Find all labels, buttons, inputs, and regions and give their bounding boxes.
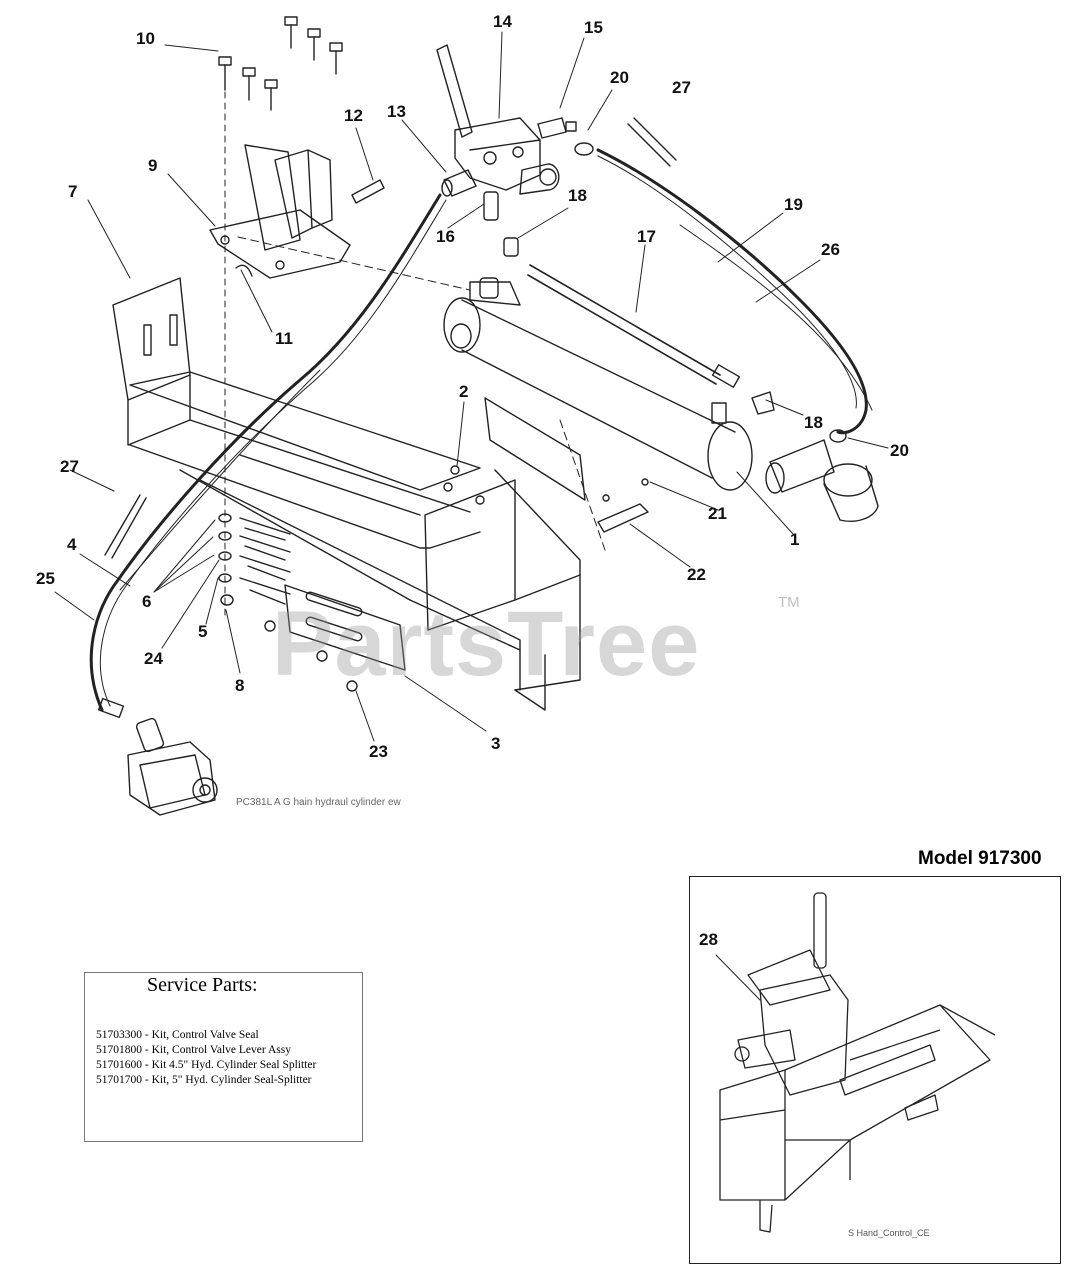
callout-27b: 27 xyxy=(60,457,79,476)
callout-28: 28 xyxy=(699,930,718,949)
hose-19 xyxy=(596,148,868,435)
service-part-item: 51701800 - Kit, Control Valve Lever Assy xyxy=(96,1044,291,1056)
service-part-item: 51703300 - Kit, Control Valve Seal xyxy=(96,1029,259,1041)
filter-pump xyxy=(765,429,879,522)
service-part-item: 51701700 - Kit, 5" Hyd. Cylinder Seal-Sp… xyxy=(96,1074,312,1086)
drawing-caption: PC381L A G hain hydraul cylinder ew xyxy=(236,797,401,808)
hose-17 xyxy=(529,264,721,376)
callout-22: 22 xyxy=(687,565,706,584)
callout-27: 27 xyxy=(672,78,691,97)
callout-25: 25 xyxy=(36,569,55,588)
bracket-9 xyxy=(209,144,351,279)
callout-6: 6 xyxy=(142,592,152,611)
callout-4: 4 xyxy=(67,535,77,554)
model-title: Model 917300 xyxy=(918,848,1042,869)
callout-21: 21 xyxy=(708,504,727,523)
service-parts-list: 51703300 - Kit, Control Valve Seal 51701… xyxy=(96,1028,316,1088)
callout-18: 18 xyxy=(568,186,587,205)
callout-24: 24 xyxy=(144,649,163,668)
callout-7: 7 xyxy=(68,182,78,201)
callout-12: 12 xyxy=(344,106,363,125)
callout-2: 2 xyxy=(459,382,469,401)
callout-23: 23 xyxy=(369,742,388,761)
callout-5: 5 xyxy=(198,622,208,641)
callout-10: 10 xyxy=(136,29,155,48)
callout-9: 9 xyxy=(148,156,158,175)
callout-3: 3 xyxy=(491,734,501,753)
fitting-13 xyxy=(441,169,477,197)
hose-4 xyxy=(89,193,442,712)
callout-11: 11 xyxy=(275,329,293,348)
main-beam xyxy=(112,277,521,691)
model-inset-frame xyxy=(689,876,1061,1264)
callout-15: 15 xyxy=(584,18,603,37)
callout-20: 20 xyxy=(610,68,629,87)
callout-19: 19 xyxy=(784,195,803,214)
hose-26 xyxy=(679,224,873,411)
callout-26: 26 xyxy=(821,240,840,259)
control-valve-14 xyxy=(436,44,560,195)
callout-20b: 20 xyxy=(890,441,909,460)
hose-25 xyxy=(119,369,321,591)
bolt-group-10 xyxy=(218,16,343,111)
hydraulic-pump xyxy=(97,697,218,816)
leader-lines xyxy=(54,31,889,1001)
callout-18b: 18 xyxy=(804,413,823,432)
washers xyxy=(218,513,291,606)
nuts xyxy=(264,465,485,692)
callout-13: 13 xyxy=(387,102,406,121)
callout-14: 14 xyxy=(493,12,512,31)
callout-16: 16 xyxy=(436,227,455,246)
slide-plate-3 xyxy=(284,584,406,671)
callout-1: 1 xyxy=(790,530,800,549)
trademark-symbol: TM xyxy=(778,594,800,611)
inset-caption: S Hand_Control_CE xyxy=(848,1228,930,1238)
callout-8: 8 xyxy=(235,676,245,695)
bracket-2 xyxy=(424,397,586,711)
fitting-15 xyxy=(537,117,577,139)
service-parts-title: Service Parts: xyxy=(147,974,258,996)
callout-17: 17 xyxy=(637,227,656,246)
service-parts-box: Service Parts: 51703300 - Kit, Control V… xyxy=(84,972,363,1142)
service-part-item: 51701600 - Kit 4.5" Hyd. Cylinder Seal S… xyxy=(96,1059,317,1071)
inset-hand-control-drawing xyxy=(719,892,996,1233)
partstree-watermark: PartsTree xyxy=(272,593,701,695)
hydraulic-cylinder-1 xyxy=(443,277,753,491)
